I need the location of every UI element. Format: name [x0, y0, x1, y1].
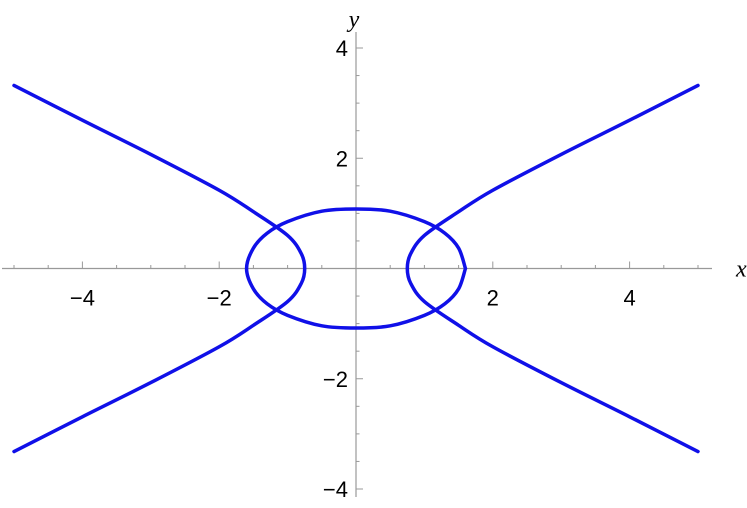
curve-hyperbola-left: [12, 83, 307, 454]
y-axis-title: y: [347, 7, 360, 33]
curve-ellipse: [244, 207, 468, 330]
x-tick-label: −4: [70, 286, 95, 311]
x-tick-label: 4: [623, 286, 635, 311]
x-tick-label: −2: [207, 286, 232, 311]
y-tick-label: 4: [336, 36, 348, 61]
y-tick-label: −2: [323, 367, 348, 392]
curve-hyperbola-right: [405, 83, 700, 454]
curve-series: [12, 83, 700, 454]
x-axis-title: x: [735, 257, 747, 283]
axes: −4 −2 2 4 −4 −2 2 4 x y: [2, 7, 747, 502]
y-axis-ticks: −4 −2 2 4: [323, 36, 363, 502]
x-axis-ticks: −4 −2 2 4: [13, 261, 699, 311]
y-tick-label: −4: [323, 477, 348, 502]
y-tick-label: 2: [336, 146, 348, 171]
x-tick-label: 2: [487, 286, 499, 311]
